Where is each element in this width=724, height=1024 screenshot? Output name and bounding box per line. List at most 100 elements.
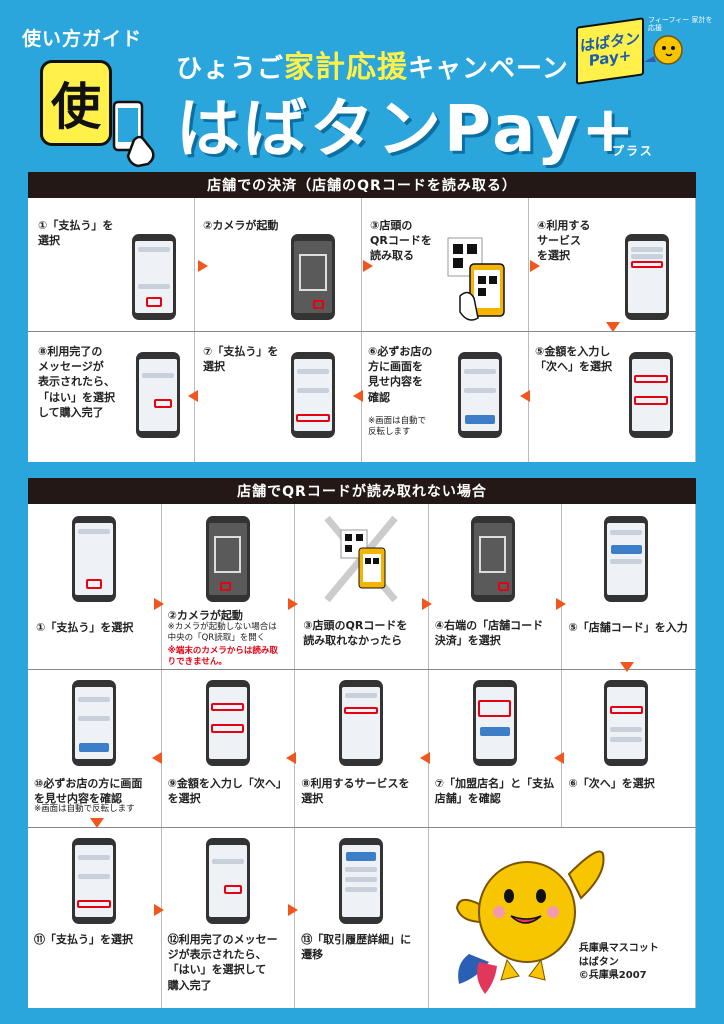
arrow-right-icon — [288, 598, 298, 610]
phone-mockup — [136, 352, 180, 438]
phone-mockup — [291, 234, 335, 320]
guide-label: 使い方ガイド — [22, 28, 143, 50]
section-no-qr-title: 店舗でQRコードが読み取れない場合 — [28, 478, 696, 504]
s1-step7: ⑦「支払う」を 選択 — [195, 332, 362, 462]
arrow-down-icon — [90, 818, 104, 828]
s1-step8: ⑧利用完了の メッセージが 表示されたら、 「はい」を選択 して購入完了 — [28, 332, 195, 462]
phone-mockup — [72, 838, 116, 924]
s1-step4: ④利用する サービス を選択 — [529, 198, 696, 331]
s2-step4: ④右端の「店舗コード 決済」を選択 — [429, 504, 563, 669]
section2-row1: ①「支払う」を選択 ②カメラが起動 ※カメラが起動しない場合は 中央の「QR読取… — [28, 504, 696, 672]
arrow-left-icon — [554, 752, 564, 764]
step-note: ※画面は自動で 反転します — [368, 416, 427, 438]
arrow-right-icon — [363, 260, 373, 272]
step-note: ※カメラが起動しない場合は 中央の「QR読取」を開く — [167, 622, 277, 644]
section-no-qr: 店舗でQRコードが読み取れない場合 ①「支払う」を選択 ②カメラが起動 ※カメラ… — [28, 478, 696, 1008]
phone-mockup — [604, 680, 649, 766]
arrow-right-icon — [154, 904, 164, 916]
step-label: ⑫利用完了のメッセー ジが表示されたら、 「はい」を選択して 購入完了 — [167, 933, 278, 992]
step-label: ②カメラが起動 — [167, 609, 243, 622]
phone-mockup — [470, 516, 515, 602]
step-label: ⑧利用するサービスを 選択 — [301, 777, 410, 806]
s2-step11: ⑪「支払う」を選択 — [28, 828, 162, 1008]
hand-phone-icon — [112, 100, 155, 168]
phone-mockup — [458, 352, 502, 438]
flag-badge: はばタン Pay+ — [576, 17, 644, 85]
arrow-right-icon — [154, 598, 164, 610]
flag-note: フィーフィー 家計を応援 — [648, 16, 713, 33]
phone-mockup — [604, 516, 649, 602]
step-label: ④右端の「店舗コード 決済」を選択 — [434, 619, 544, 648]
phone-mockup — [72, 680, 116, 766]
mascot-area: 兵庫県マスコット はばタン ©兵庫県2007 — [429, 828, 696, 1008]
arrow-left-icon — [353, 390, 363, 402]
campaign-prefix: ひょうご — [176, 54, 285, 84]
step-label: ⑩必ずお店の方に画面 を見せ内容を確認 — [34, 777, 143, 806]
arrow-left-icon — [286, 752, 296, 764]
step-label: ⑬「取引履歴詳細」に 遷移 — [301, 933, 412, 962]
s2-step1: ①「支払う」を選択 — [28, 504, 162, 669]
section-qr-scan-title: 店舗での決済（店舗のQRコードを読み取る） — [28, 172, 696, 198]
phone-mockup — [205, 680, 250, 766]
mascot-small-icon — [644, 35, 683, 65]
s1-step1: ①「支払う」を 選択 — [28, 198, 195, 331]
phone-mockup — [625, 234, 669, 320]
logo-text: はばタンPay+ — [176, 93, 638, 167]
mascot-habatan-icon — [455, 850, 605, 994]
arrow-right-icon — [422, 598, 432, 610]
campaign-highlight: 家計応援 — [284, 50, 409, 85]
campaign-title: ひょうご家計応援キャンペーン — [176, 42, 569, 86]
arrow-left-icon — [188, 390, 198, 402]
s2-step13: ⑬「取引履歴詳細」に 遷移 — [295, 828, 429, 1008]
s2-step2: ②カメラが起動 ※カメラが起動しない場合は 中央の「QR読取」を開く ※端末のカ… — [162, 504, 296, 669]
s1-step2: ②カメラが起動 — [195, 198, 362, 331]
s1-step6: ⑥必ずお店の 方に画面を 見せ内容を 確認 ※画面は自動で 反転します — [362, 332, 529, 462]
s2-step8: ⑧利用するサービスを 選択 — [295, 670, 429, 827]
step-label: ⑥必ずお店の 方に画面を 見せ内容を 確認 — [368, 345, 433, 404]
section1-row1: ①「支払う」を 選択 ②カメラが起動 ③店頭の QRコードを 読み取る ④利 — [28, 198, 696, 332]
arrow-down-icon — [620, 662, 634, 672]
step-label: ⑨金額を入力し「次へ」 を選択 — [167, 777, 287, 806]
arrow-right-icon — [198, 260, 208, 272]
arrow-down-icon — [606, 322, 620, 332]
step-label: ⑦「支払う」を 選択 — [203, 345, 279, 374]
campaign-suffix: キャンペーン — [408, 54, 569, 84]
arrow-left-icon — [152, 752, 162, 764]
step-note: ※画面は自動で反転します — [34, 804, 135, 814]
step-label: ⑪「支払う」を選択 — [34, 933, 133, 946]
phone-mockup — [205, 838, 250, 924]
phone-mockup — [132, 234, 176, 320]
step-label: ⑥「次へ」を選択 — [568, 777, 655, 790]
phone-mockup — [339, 838, 384, 924]
s2-step7: ⑦「加盟店名」と「支払 店舗」を確認 — [429, 670, 563, 827]
s2-step3: ③店頭のQRコードを 読み取れなかったら — [295, 504, 429, 669]
s2-step10: ⑩必ずお店の方に画面 を見せ内容を確認 ※画面は自動で反転します — [28, 670, 162, 827]
phone-mockup — [291, 352, 335, 438]
step-label: ⑤金額を入力し 「次へ」を選択 — [535, 345, 612, 374]
step-label: ②カメラが起動 — [203, 219, 279, 232]
phone-mockup — [72, 516, 116, 602]
step-label: ①「支払う」を 選択 — [38, 219, 114, 248]
step-label: ④利用する サービス を選択 — [537, 219, 591, 263]
s2-step5: ⑤「店舗コード」を入力 — [562, 504, 696, 669]
s2-step9: ⑨金額を入力し「次へ」 を選択 — [162, 670, 296, 827]
section2-row3: ⑪「支払う」を選択 ⑫利用完了のメッセー ジが表示されたら、 「はい」を選択して… — [28, 828, 696, 1008]
qr-fail-icon — [324, 515, 398, 603]
phone-mockup — [205, 516, 250, 602]
plus-subtitle: プラス — [612, 144, 654, 158]
s2-step6: ⑥「次へ」を選択 — [562, 670, 696, 827]
phone-mockup — [339, 680, 384, 766]
s2-step12: ⑫利用完了のメッセー ジが表示されたら、 「はい」を選択して 購入完了 — [162, 828, 296, 1008]
step-label: ①「支払う」を選択 — [36, 621, 134, 634]
section2-row2: ⑩必ずお店の方に画面 を見せ内容を確認 ※画面は自動で反転します ⑨金額を入力し… — [28, 670, 696, 828]
step-label: ⑧利用完了の メッセージが 表示されたら、 「はい」を選択 して購入完了 — [38, 345, 115, 419]
s1-step5: ⑤金額を入力し 「次へ」を選択 — [529, 332, 696, 462]
section1-row2: ⑧利用完了の メッセージが 表示されたら、 「はい」を選択 して購入完了 ⑦「支… — [28, 332, 696, 462]
mascot-caption: 兵庫県マスコット はばタン ©兵庫県2007 — [578, 943, 659, 981]
use-badge: 使 — [40, 60, 112, 146]
phone-mockup — [629, 352, 673, 438]
arrow-left-icon — [520, 390, 530, 402]
step-label: ⑤「店舗コード」を入力 — [568, 621, 688, 634]
step-label: ⑦「加盟店名」と「支払 店舗」を確認 — [434, 777, 555, 806]
qr-scan-icon — [447, 237, 505, 321]
